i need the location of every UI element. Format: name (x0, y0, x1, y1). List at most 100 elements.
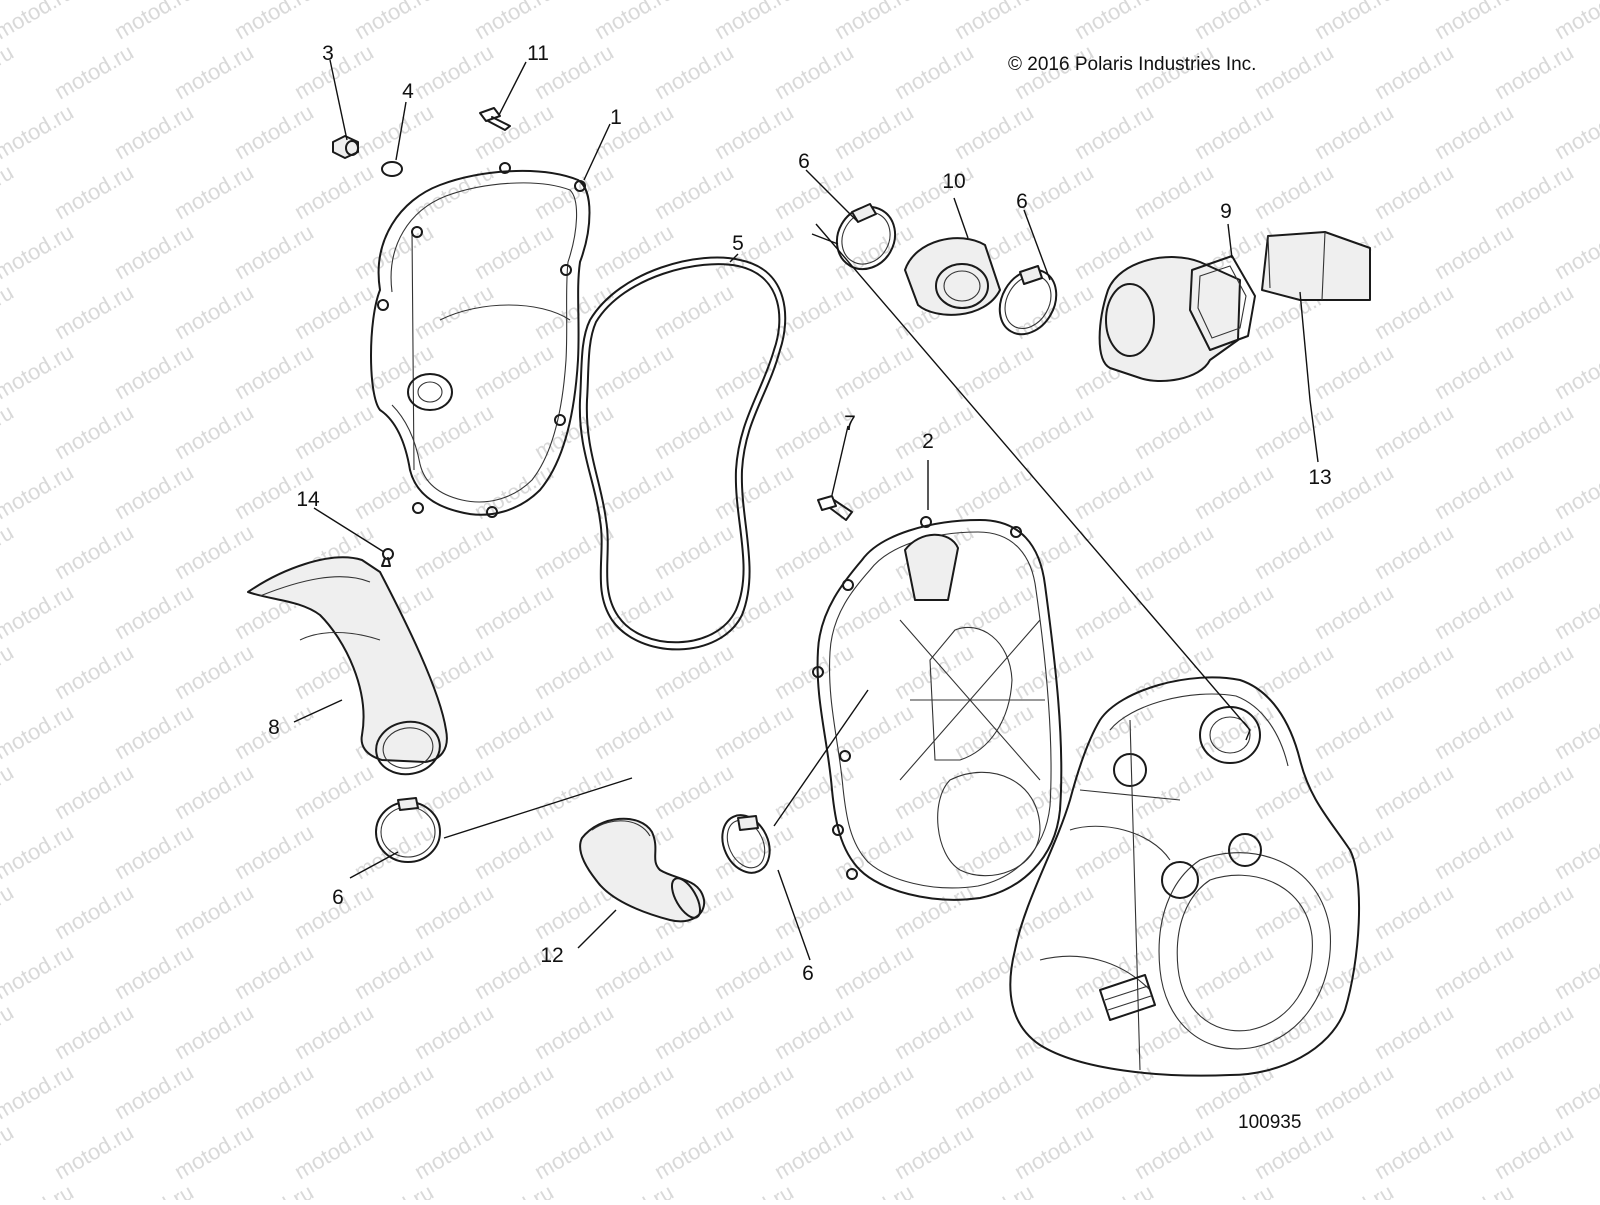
watermark-text: motod.ru (1490, 519, 1578, 584)
watermark-text: motod.ru (530, 759, 618, 824)
watermark-text: motod.ru (890, 879, 978, 944)
watermark-text: motod.ru (830, 1059, 918, 1124)
watermark-text: motod.ru (1070, 1179, 1158, 1200)
watermark-text: motod.ru (1370, 39, 1458, 104)
watermark-text: motod.ru (1010, 1119, 1098, 1184)
callout-4: 4 (402, 80, 414, 103)
watermark-text: motod.ru (1430, 0, 1518, 44)
clamp-part-6-lower-left (375, 797, 441, 863)
callout-labels: 3 4 11 1 5 6 10 6 9 13 7 2 14 8 6 12 6 (268, 42, 1332, 985)
watermark-text: motod.ru (710, 1059, 798, 1124)
watermark-text: motod.ru (50, 1119, 138, 1184)
watermark-text: motod.ru (950, 99, 1038, 164)
watermark-text: motod.ru (470, 99, 558, 164)
watermark-text: motod.ru (1310, 699, 1398, 764)
watermark-text: motod.ru (950, 0, 1038, 44)
clamp-part-6-lower-middle (721, 814, 771, 874)
callout-13: 13 (1308, 466, 1331, 489)
watermark-text: motod.ru (1490, 399, 1578, 464)
watermark-text: motod.ru (1490, 159, 1578, 224)
watermark-text: motod.ru (770, 1119, 858, 1184)
watermark-text: motod.ru (530, 1119, 618, 1184)
watermark-text: motod.ru (470, 1059, 558, 1124)
watermark-text: motod.ru (50, 399, 138, 464)
watermark-text: motod.ru (50, 519, 138, 584)
oring-part-4 (381, 161, 403, 177)
watermark-text: motod.ru (890, 39, 978, 104)
callout-6-lower-left: 6 (332, 886, 344, 909)
clamp-part-6-upper-right (998, 265, 1058, 336)
watermark-text: motod.ru (1370, 759, 1458, 824)
watermark-text: motod.ru (1430, 99, 1518, 164)
watermark-text: motod.ru (0, 819, 78, 884)
watermark-text: motod.ru (830, 1179, 918, 1200)
watermark-text: motod.ru (530, 159, 618, 224)
watermark-text: motod.ru (1550, 699, 1600, 764)
watermark-text: motod.ru (410, 159, 498, 224)
duct-part-12 (579, 817, 706, 923)
watermark-text: motod.ru (1190, 579, 1278, 644)
watermark-text: motod.ru (410, 279, 498, 344)
watermark-text: motod.ru (1310, 1179, 1398, 1200)
watermark-text: motod.ru (1370, 1119, 1458, 1184)
watermark-text: motod.ru (710, 339, 798, 404)
watermark-text: motod.ru (0, 999, 18, 1064)
watermark-text: motod.ru (1070, 579, 1158, 644)
watermark-text: motod.ru (1190, 699, 1278, 764)
watermark-text: motod.ru (470, 699, 558, 764)
watermark-text: motod.ru (50, 159, 138, 224)
callout-2: 2 (922, 430, 934, 453)
watermark-text: motod.ru (650, 279, 738, 344)
watermark-text: motod.ru (0, 219, 78, 284)
watermark-text: motod.ru (590, 219, 678, 284)
watermark-text: motod.ru (650, 39, 738, 104)
watermark-text: motod.ru (1010, 519, 1098, 584)
bolt-part-11 (479, 107, 511, 131)
watermark-text: motod.ru (410, 759, 498, 824)
watermark-text: motod.ru (1550, 219, 1600, 284)
watermark-text: motod.ru (1490, 1119, 1578, 1184)
watermark-text: motod.ru (0, 879, 18, 944)
callout-14: 14 (296, 488, 320, 511)
watermark-text: motod.ru (590, 339, 678, 404)
watermark-text: motod.ru (650, 1119, 738, 1184)
watermark-text: motod.ru (410, 999, 498, 1064)
watermark-text: motod.ru (590, 579, 678, 644)
watermark-text: motod.ru (0, 39, 18, 104)
watermark-text: motod.ru (350, 1179, 438, 1200)
watermark-text: motod.ru (1070, 0, 1158, 44)
watermark-text: motod.ru (290, 279, 378, 344)
watermark-text: motod.ru (770, 999, 858, 1064)
watermark-text: motod.ru (170, 399, 258, 464)
rivet-part-14 (381, 548, 394, 567)
watermark-text: motod.ru (590, 939, 678, 1004)
callout-11: 11 (527, 42, 549, 65)
watermark-text: motod.ru (50, 999, 138, 1064)
watermark-text: motod.ru (0, 579, 78, 644)
watermark-text: motod.ru (230, 819, 318, 884)
watermark-text: motod.ru (170, 159, 258, 224)
watermark-text: motod.ru (770, 159, 858, 224)
watermark-text: motod.ru (1550, 0, 1600, 44)
watermark-text: motod.ru (1490, 879, 1578, 944)
watermark-text: motod.ru (710, 219, 798, 284)
watermark-text: motod.ru (110, 1179, 198, 1200)
watermark-text: motod.ru (1550, 1179, 1600, 1200)
watermark-text: motod.ru (650, 399, 738, 464)
watermark-text: motod.ru (1250, 399, 1338, 464)
watermark-text: motod.ru (1010, 399, 1098, 464)
watermark-text: motod.ru (1130, 159, 1218, 224)
watermark-text: motod.ru (0, 519, 18, 584)
watermark-text: motod.ru (170, 39, 258, 104)
watermark-text: motod.ru (1490, 639, 1578, 704)
watermark-text: motod.ru (1010, 879, 1098, 944)
watermark-text: motod.ru (950, 699, 1038, 764)
watermark-text: motod.ru (230, 0, 318, 44)
watermark-text: motod.ru (1310, 579, 1398, 644)
watermark-text: motod.ru (170, 519, 258, 584)
watermark-text: motod.ru (410, 519, 498, 584)
watermark-text: motod.ru (1550, 459, 1600, 524)
watermark-text: motod.ru (1130, 759, 1218, 824)
watermark-text: motod.ru (230, 1059, 318, 1124)
